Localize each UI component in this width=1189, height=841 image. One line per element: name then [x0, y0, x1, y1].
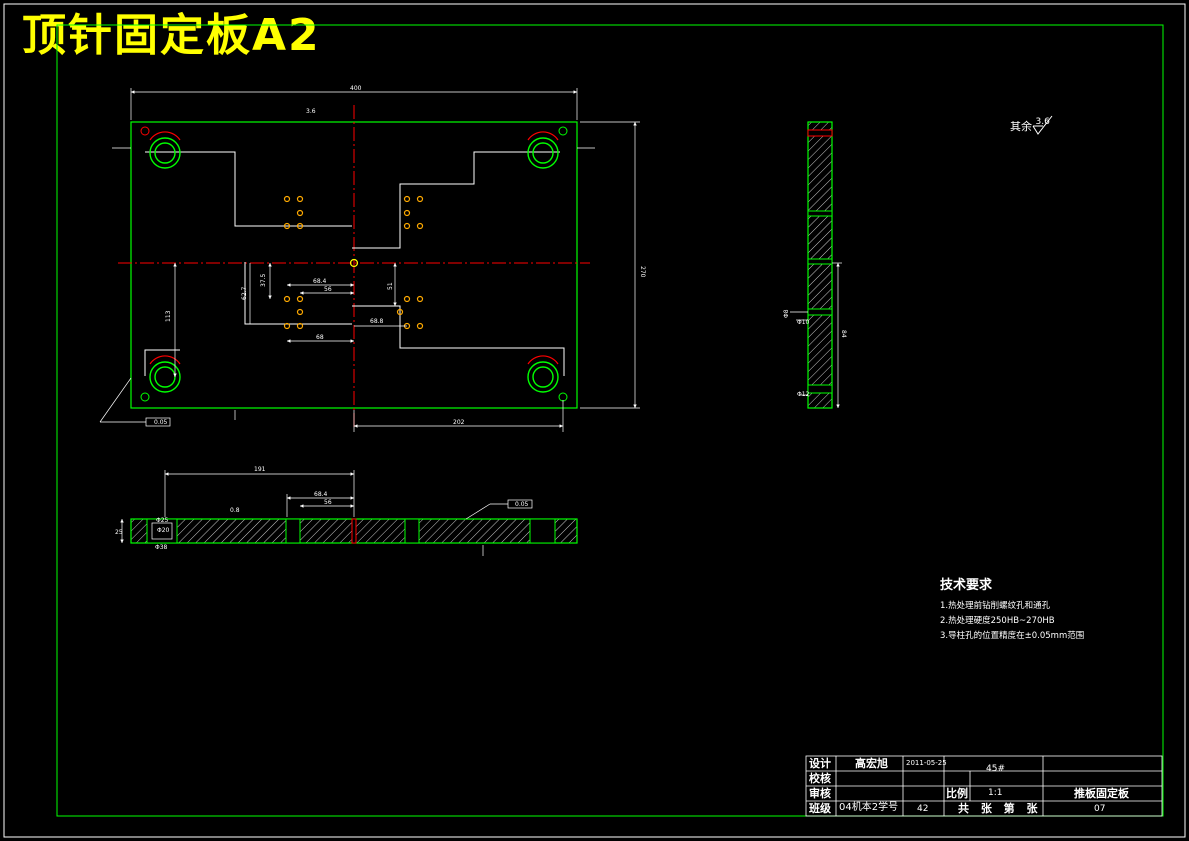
guide-hole-top-left	[149, 131, 181, 169]
dim-vert-2: 62.7	[241, 286, 248, 300]
tech-heading: 技术要求	[940, 578, 993, 593]
ejector-holes	[283, 195, 424, 330]
dim-hole-d2: Φ20	[157, 527, 170, 534]
guide-hole-top-right	[527, 131, 559, 169]
dim-hole-d3: Φ38	[155, 544, 168, 551]
roughness-note: 其余 3.6	[1010, 117, 1050, 134]
dim-side-height: 84	[840, 330, 847, 338]
dim-side-b: Φ10	[797, 319, 810, 326]
tb-designer-label: 设计	[809, 757, 831, 770]
tb-scale-value: 1:1	[988, 788, 1003, 798]
roughness-prefix: 其余	[1010, 120, 1032, 133]
guide-hole-bottom-left	[149, 355, 181, 393]
dim-horiz-2: 56	[324, 286, 332, 293]
tb-sheet-text: 共 张 第 张	[958, 802, 1042, 815]
plan-view: 400 270 202 113 37.5 62.7 68.4 56 68 68.…	[99, 85, 646, 432]
dim-section-2: 56	[324, 499, 332, 506]
section-flatness: 0.05	[515, 501, 529, 508]
roughness-symbol	[1032, 115, 1053, 135]
guide-hole-bottom-right	[527, 355, 559, 393]
tb-checker-label: 校核	[809, 772, 831, 785]
dim-section-1: 68.4	[314, 491, 328, 498]
tb-reviewer-label: 审核	[809, 787, 831, 800]
dim-horiz-3: 68	[316, 334, 324, 341]
tech-item-3: 3.导柱孔的位置精度在±0.05mm范围	[940, 631, 1085, 641]
dim-side-bottom: Φ12	[797, 391, 810, 398]
section-roughness: 0.8	[230, 507, 240, 514]
dim-small: 51	[387, 282, 394, 290]
plan-flatness: 0.05	[154, 419, 168, 426]
dim-hole-d1: Φ25	[156, 517, 169, 524]
tb-scale-label: 比例	[946, 787, 968, 800]
title-block	[805, 755, 1163, 817]
tb-part-name: 推板固定板	[1074, 787, 1129, 800]
roughness-value: 3.6	[1035, 117, 1050, 127]
dim-horiz-1: 68.4	[313, 278, 327, 285]
dim-plan-height: 270	[639, 266, 646, 278]
inner-frame	[56, 24, 1164, 817]
drawing-title: 顶针固定板A2	[22, 10, 321, 61]
dim-section-len: 191	[254, 466, 266, 473]
section-view: 191 68.4 56 25 0.8 Φ25 Φ20 Φ38 0.05	[115, 466, 578, 556]
dim-side-a: Φ8	[783, 309, 790, 318]
dim-vert-1: 37.5	[260, 273, 267, 287]
tech-item-2: 2.热处理硬度250HB~270HB	[940, 616, 1055, 626]
tb-class-label: 班级	[809, 802, 831, 815]
tb-date: 2011-05-25	[906, 759, 947, 767]
tb-student-no: 42	[917, 804, 929, 814]
tb-drawing-no: 07	[1094, 804, 1106, 814]
technical-requirements: 技术要求 1.热处理前钻削螺纹孔和通孔 2.热处理硬度250HB~270HB 3…	[940, 574, 1084, 644]
outer-frame	[3, 3, 1186, 838]
tech-item-1: 1.热处理前钻削螺纹孔和通孔	[940, 601, 1051, 611]
tb-material: 45#	[986, 764, 1005, 774]
dim-horiz-4: 68.8	[370, 318, 384, 325]
dim-lower-height: 113	[165, 310, 172, 322]
side-view: 84 Φ8 Φ10 Φ12	[783, 121, 847, 409]
dim-half-width: 202	[453, 419, 465, 426]
tb-designer-name: 高宏旭	[855, 757, 888, 770]
tb-class-value: 04机本2学号	[839, 802, 899, 813]
dim-section-thk: 25	[115, 529, 123, 536]
plan-roughness: 3.6	[306, 108, 316, 115]
dim-plan-width: 400	[350, 85, 362, 92]
